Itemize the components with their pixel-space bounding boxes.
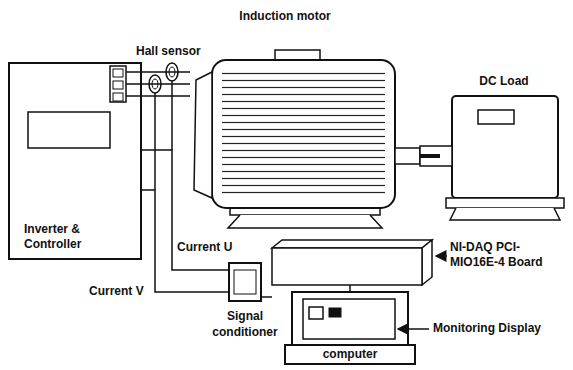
daq-top	[272, 240, 432, 248]
terminal-box	[275, 50, 320, 60]
wire-stub	[126, 71, 142, 73]
motor-foot	[228, 215, 382, 228]
terminal	[113, 81, 123, 89]
coupling	[420, 146, 452, 166]
wire-stub	[126, 95, 142, 97]
shaft	[395, 148, 420, 164]
shaft-coupling	[420, 154, 440, 158]
end-bell	[194, 72, 212, 198]
leader-arrow	[398, 328, 429, 330]
computer-base	[285, 345, 415, 364]
node-label: NI-DAQ PCI-MIO16E-4 Board	[450, 240, 555, 270]
terminal-block	[110, 66, 126, 102]
terminal	[113, 69, 123, 77]
node-label: computer	[285, 347, 415, 362]
wire-connector	[262, 296, 272, 298]
daq-front	[272, 248, 422, 285]
sensor-lead	[154, 93, 156, 190]
signal-label: Current V	[88, 284, 145, 298]
load-node: DC Load	[440, 68, 568, 220]
signal-label: Current U	[176, 240, 233, 254]
monitor	[292, 292, 408, 345]
conditioner-box: Signal conditioner	[228, 262, 262, 302]
node-label: Signal conditioner	[205, 308, 285, 340]
callout-label: Hall sensor	[135, 44, 202, 58]
node-label: Induction motor	[230, 6, 340, 26]
dc-load-base	[446, 198, 564, 208]
wire-connector	[142, 72, 190, 96]
screen-icon	[329, 308, 341, 317]
node-label: Inverter & Controller	[24, 222, 124, 252]
node-label: DC Load	[440, 74, 568, 89]
motor-node: Induction motor	[190, 6, 420, 230]
daq-node: NI-DAQ PCI-MIO16E-4 Board	[272, 240, 432, 285]
screen-icon	[309, 307, 323, 319]
dc-load-body	[452, 96, 558, 198]
cooling-fins	[222, 70, 385, 198]
controller-display	[28, 112, 110, 148]
leader-arrow	[436, 255, 447, 257]
terminal	[113, 93, 123, 101]
wire-stub	[126, 83, 142, 85]
dc-load-foot	[450, 208, 560, 220]
screen	[303, 299, 395, 339]
nameplate	[478, 110, 514, 124]
daq-side	[422, 240, 432, 285]
motor-body	[212, 60, 395, 208]
sensor-lead	[171, 81, 173, 150]
callout-label: Monitoring Display	[432, 321, 542, 335]
conditioner-panel	[234, 270, 256, 294]
wire-connector	[349, 285, 351, 292]
computer-node: computer	[285, 292, 415, 364]
inverter-box: Inverter & Controller	[8, 62, 142, 260]
